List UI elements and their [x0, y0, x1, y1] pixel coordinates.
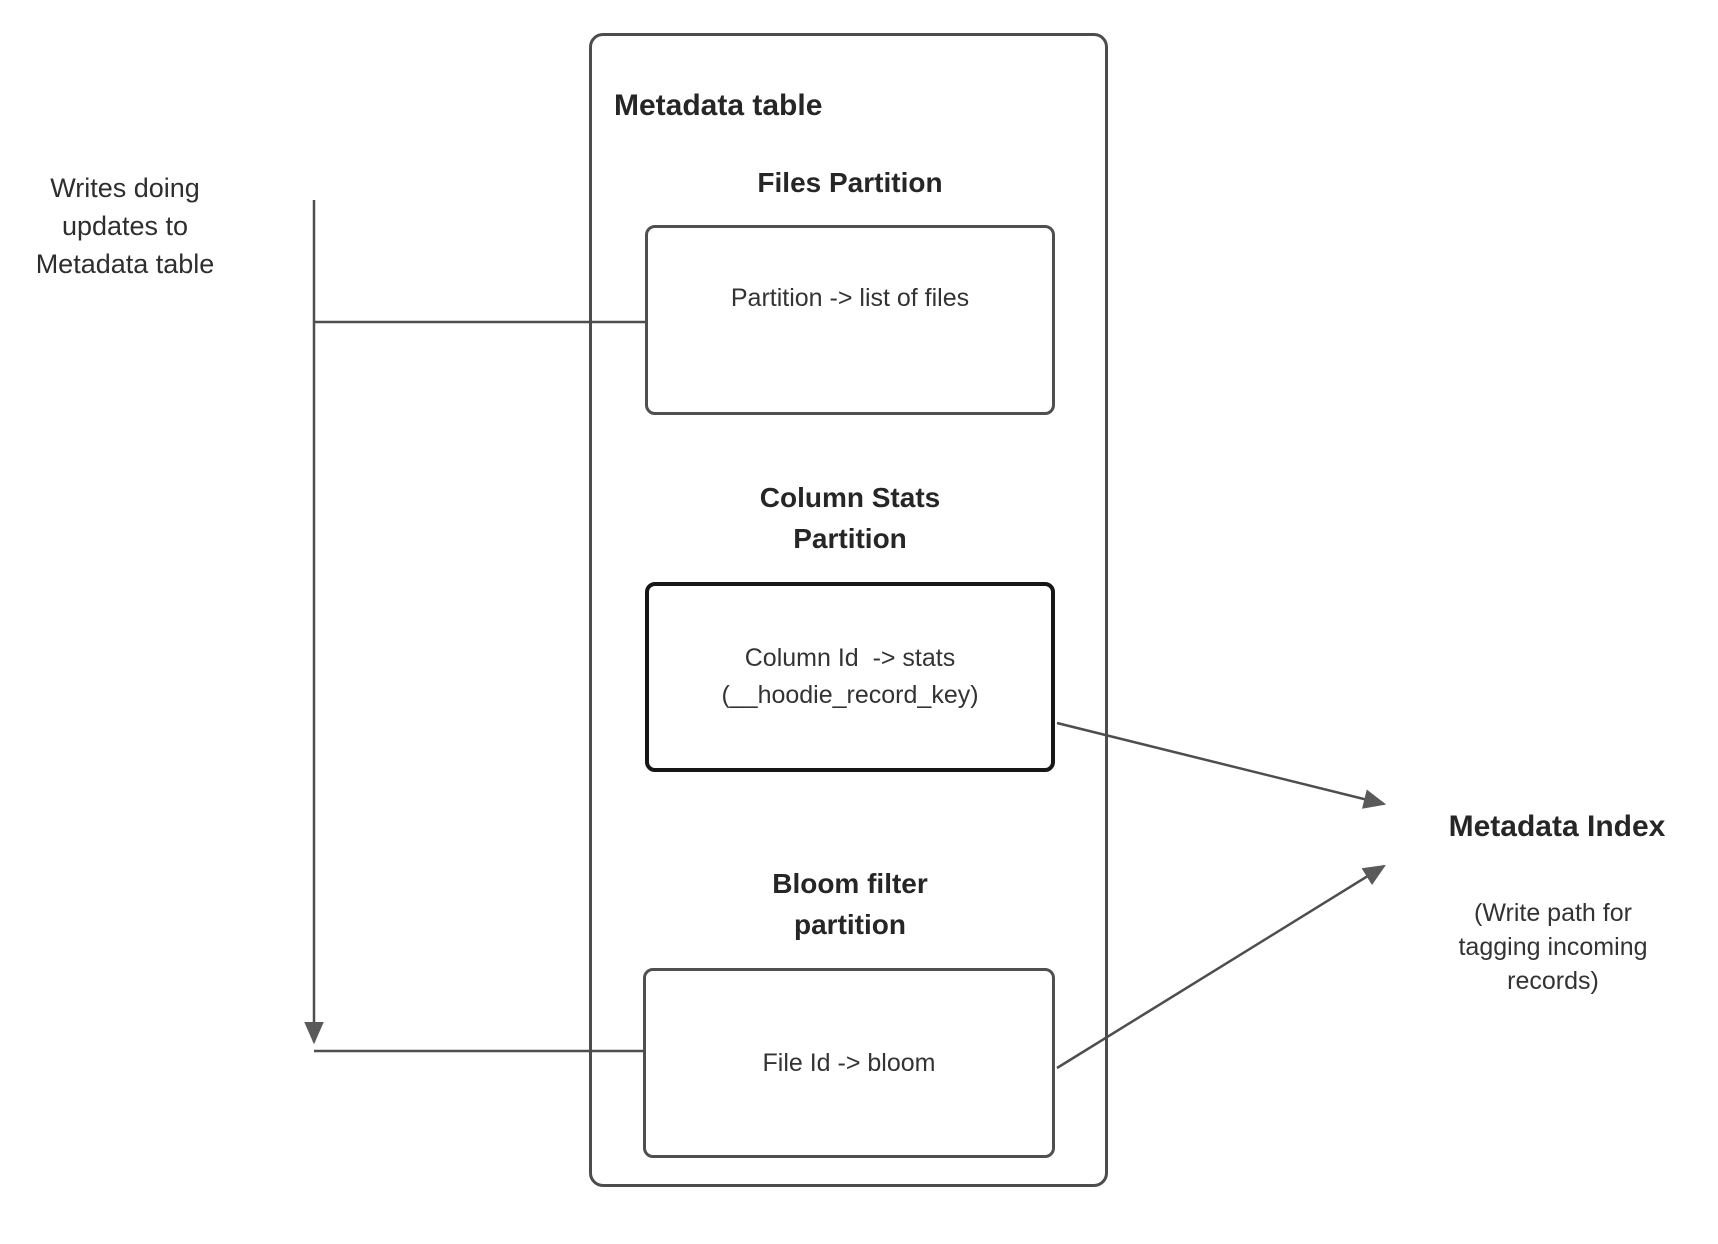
- files-partition-box: Partition -> list of files: [645, 225, 1055, 415]
- metadata-index-subtitle: (Write path for tagging incoming records…: [1458, 899, 1648, 995]
- metadata-index-title: Metadata Index: [1448, 810, 1666, 843]
- writes-note: Writes doing updates to Metadata table: [35, 173, 215, 279]
- metadata-table-box: [589, 33, 1108, 1187]
- bloom-filter-partition-box: File Id -> bloom: [643, 968, 1055, 1158]
- column-stats-partition-box: Column Id -> stats (__hoodie_record_key): [645, 582, 1055, 772]
- column-stats-partition-mapping: Column Id -> stats (__hoodie_record_key): [721, 644, 979, 709]
- files-partition-mapping: Partition -> list of files: [730, 283, 970, 312]
- metadata-table-title: Metadata table: [614, 89, 823, 122]
- bloom-filter-partition-heading: Bloom filter partition: [772, 868, 928, 940]
- column-stats-partition-heading: Column Stats Partition: [759, 482, 941, 554]
- files-partition-heading: Files Partition: [757, 167, 943, 198]
- bloom-filter-partition-mapping: File Id -> bloom: [762, 1048, 936, 1077]
